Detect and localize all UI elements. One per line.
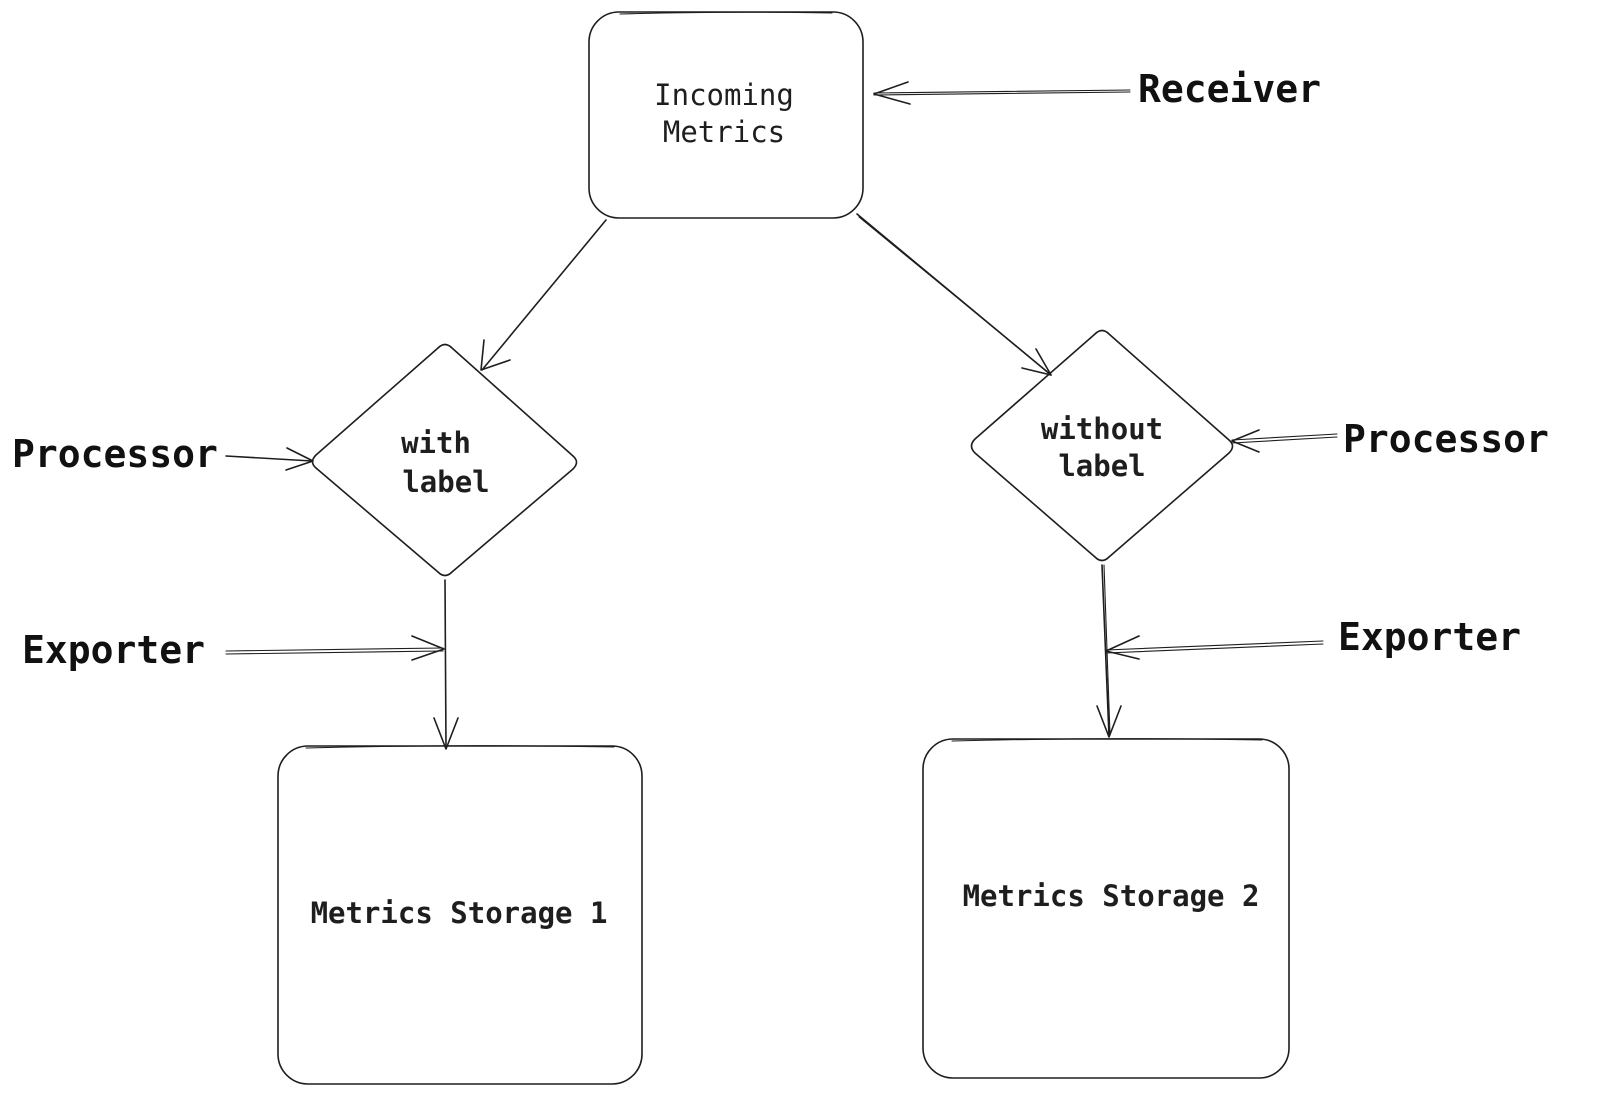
exporter-right-annotation: Exporter: [1105, 615, 1521, 660]
metrics-storage-1[interactable]: Metrics Storage 1: [277, 745, 643, 1085]
receiver-label: Receiver: [1138, 67, 1321, 111]
without-label-decision[interactable]: without label: [970, 329, 1234, 562]
metrics-storage-2-label: Metrics Storage 2: [963, 879, 1260, 913]
processor-left-label: Processor: [12, 432, 218, 476]
receiver-annotation: Receiver: [873, 67, 1321, 111]
exporter-left-annotation: Exporter: [22, 628, 445, 672]
with-label-line1: with: [401, 426, 471, 460]
with-label-decision[interactable]: with label: [311, 343, 578, 577]
edge-incoming-to-without-label: [856, 213, 1052, 376]
edge-with-label-to-storage1: [433, 579, 459, 750]
processor-right-label: Processor: [1343, 417, 1549, 461]
incoming-metrics-node[interactable]: Incoming Metrics: [588, 11, 864, 219]
edge-incoming-to-with-label: [480, 219, 607, 371]
incoming-metrics-line1: Incoming: [654, 78, 794, 112]
without-label-line2: label: [1058, 449, 1145, 483]
incoming-metrics-line2: Metrics: [663, 115, 785, 149]
processor-left-annotation: Processor: [12, 432, 314, 476]
receiver-arrow-shaft: [873, 89, 1131, 94]
receiver-arrow-head: [873, 81, 911, 105]
without-label-line1: without: [1041, 412, 1163, 446]
metrics-storage-1-label: Metrics Storage 1: [311, 896, 608, 930]
exporter-left-label: Exporter: [22, 628, 205, 672]
exporter-right-label: Exporter: [1338, 615, 1521, 659]
processor-right-annotation: Processor: [1231, 417, 1549, 461]
with-label-line2: label: [402, 465, 489, 499]
metrics-storage-2[interactable]: Metrics Storage 2: [922, 738, 1290, 1079]
